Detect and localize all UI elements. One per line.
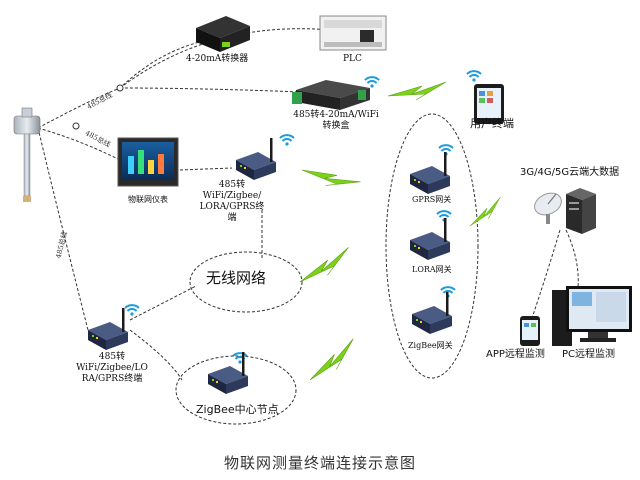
- wireless-link-icon: [464, 197, 507, 229]
- wireless-link-icon: [294, 246, 356, 287]
- pc-icon: [552, 286, 632, 346]
- terminal-top-line2: WiFi/Zigbee/: [202, 191, 262, 201]
- junction-node: [72, 122, 80, 130]
- cloud-satellite-icon: [534, 192, 562, 224]
- converter-box-icon: [292, 80, 370, 110]
- wifi-icon: [232, 352, 248, 365]
- gateway-group-ellipse: [385, 113, 479, 379]
- converter-box-label-line1: 485转4-20mA/WiFi: [293, 110, 379, 120]
- line-meter-to-term: [179, 167, 233, 171]
- zigbee-center-ellipse: [175, 355, 297, 425]
- line-sensor-down: [37, 127, 89, 331]
- line-sensor-to-converter: [37, 39, 209, 129]
- pc-monitor-label: PC远程监测: [562, 349, 616, 360]
- plc-icon: [319, 15, 387, 51]
- terminal-top-label: 485转 WiFi/Zigbee/ LORA/GPRS终 端: [196, 180, 268, 224]
- user-terminal-icon: [474, 84, 504, 124]
- iot-meter-icon: [117, 137, 179, 187]
- converter-icon: [196, 16, 250, 52]
- terminal-bottom-label: 485转 WiFi/Zigbee/LO RA/GPRS终端: [64, 352, 160, 385]
- converter-box-label-line2: 转换盒: [322, 121, 350, 131]
- zigbee-gateway-icon: [412, 292, 452, 334]
- terminal-top-line4: 端: [227, 213, 237, 223]
- diagram-caption: 物联网测量终端连接示意图: [223, 454, 416, 472]
- wifi-icon: [124, 304, 140, 317]
- wifi-icon: [466, 70, 482, 83]
- line-to-plc: [119, 28, 331, 89]
- gprs-gateway-label: GPRS网关: [412, 195, 452, 204]
- wireless-link-icon: [387, 81, 447, 101]
- lora-gateway-icon: [410, 218, 450, 260]
- line-cloud-to-pc: [565, 229, 579, 289]
- plc-label: PLC: [343, 54, 362, 64]
- cloud-label: 3G/4G/5G云端大数据: [520, 167, 620, 178]
- meter-label: 物联网仪表: [128, 195, 168, 204]
- zigbee-center-label: ZigBee中心节点: [196, 403, 279, 416]
- terminal-top-line1: 485转: [218, 180, 246, 190]
- wireless-network-label: 无线网络: [206, 269, 267, 287]
- phone-icon: [520, 316, 540, 346]
- level-sensor-icon: [13, 107, 41, 202]
- wireless-link-icon: [300, 157, 361, 199]
- server-icon: [566, 188, 596, 234]
- wireless-link-icon: [302, 338, 363, 384]
- terminal-top-line3: LORA/GPRS终: [199, 202, 265, 212]
- app-monitor-label: APP远程监测: [486, 349, 545, 360]
- converter-label: 4-20mA转换器: [186, 54, 249, 64]
- gprs-gateway-icon: [410, 152, 450, 194]
- converter-box-label: 485转4-20mA/WiFi 转换盒: [286, 110, 386, 132]
- wireless-network-ellipse: [189, 251, 303, 313]
- terminal-bottom-line1: 485转: [98, 352, 126, 362]
- terminal-bottom-line2: WiFi/Zigbee/LO: [76, 363, 148, 373]
- terminal-bottom-line3: RA/GPRS终端: [81, 374, 143, 384]
- junction-node: [116, 84, 124, 92]
- zigbee-center-device-icon: [208, 352, 248, 394]
- line-term2-to-zigbee: [129, 329, 183, 381]
- line-to-box: [119, 87, 301, 93]
- lora-gateway-label: LORA网关: [412, 265, 452, 274]
- terminal-device-icon: [236, 138, 276, 180]
- wifi-icon: [279, 134, 295, 147]
- zigbee-gateway-label: ZigBee网关: [408, 341, 453, 350]
- user-terminal-label: 用户终端: [470, 117, 514, 130]
- line-term2-to-wireless: [129, 285, 197, 321]
- terminal-device-icon: [88, 308, 128, 350]
- wifi-icon: [364, 76, 380, 89]
- line-cloud-to-app: [531, 229, 561, 319]
